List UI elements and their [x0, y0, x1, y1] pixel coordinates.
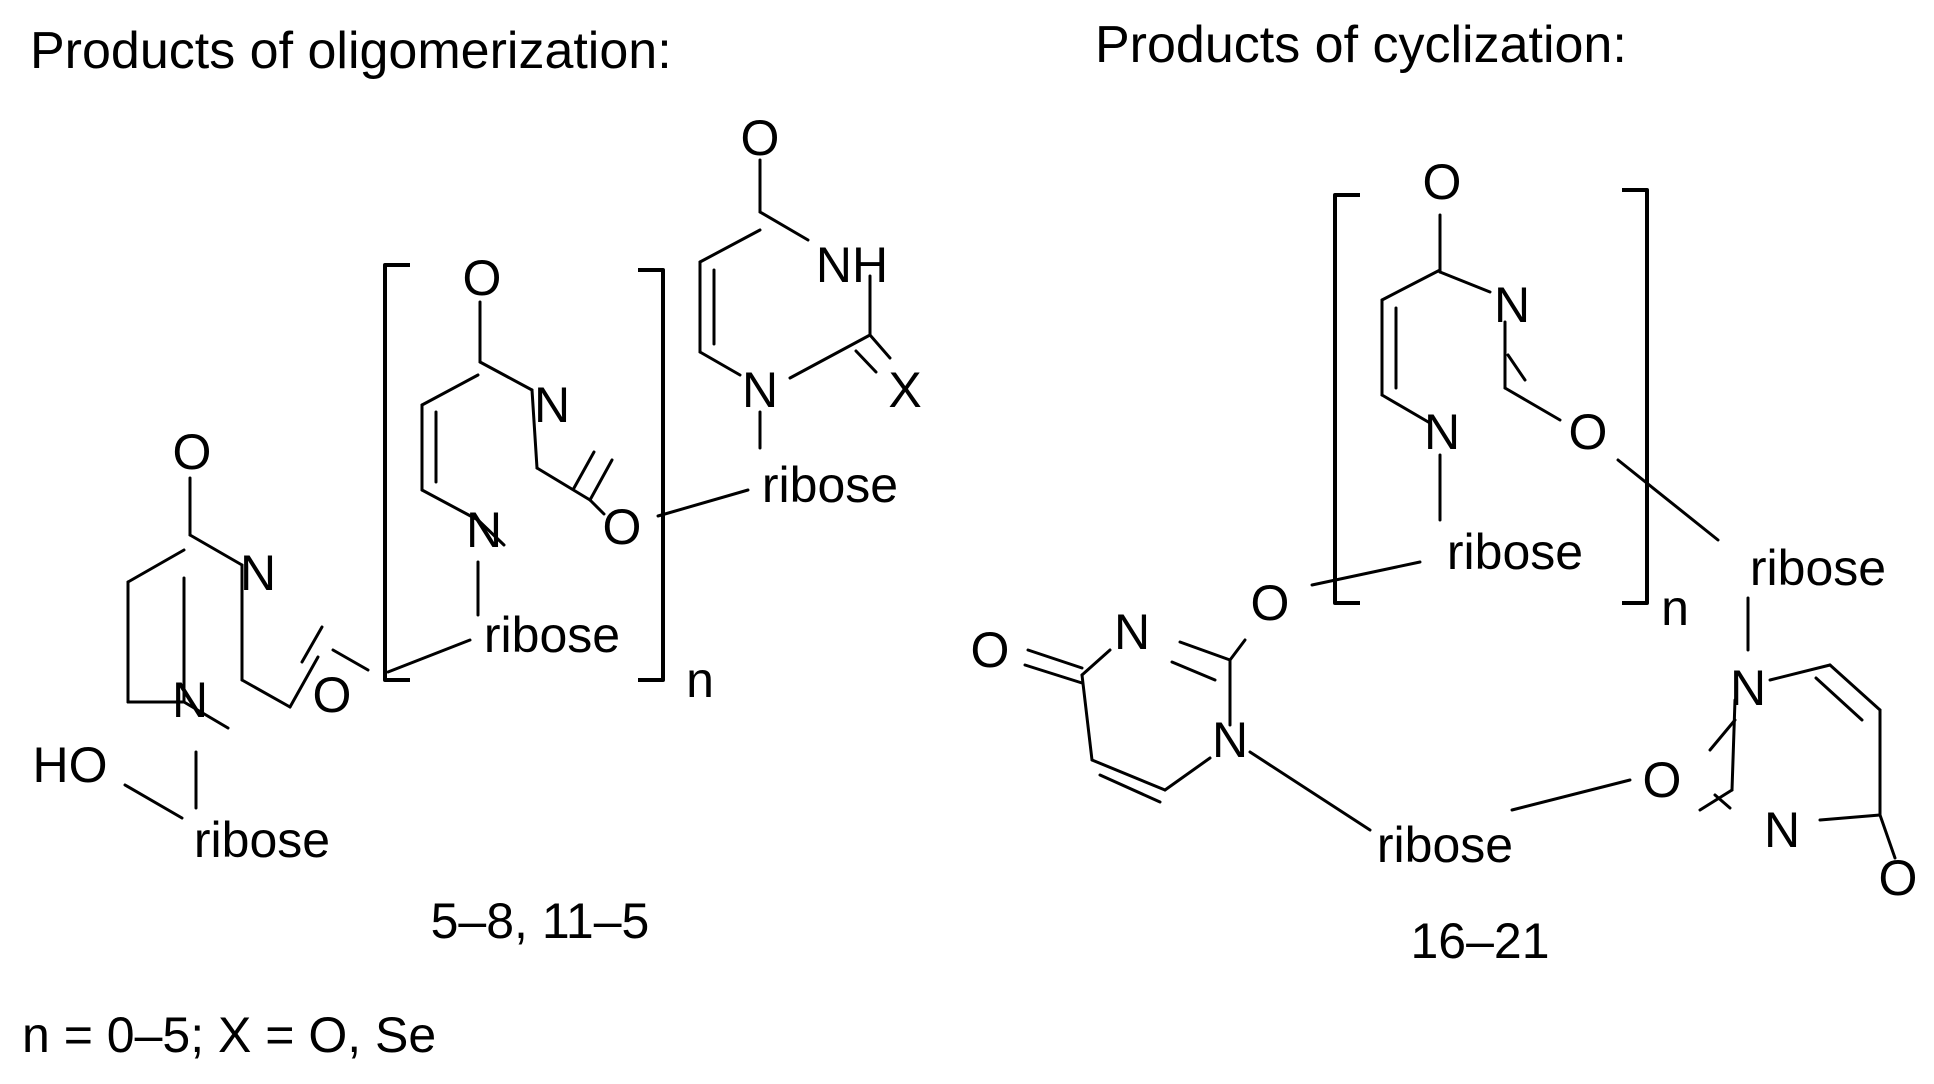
- unit-b-carbonyl-o: O: [463, 250, 502, 306]
- unit-f-ring: [1510, 596, 1897, 860]
- unit-d-carbonyl-o: O: [1423, 154, 1462, 210]
- unit-e-carbonyl-o: O: [971, 622, 1010, 678]
- oligomer-repeat-n: n: [686, 652, 714, 708]
- unit-b-ring: [386, 300, 750, 674]
- unit-b-n3: N: [534, 377, 570, 433]
- cyclic-bracket-left: [1333, 193, 1360, 605]
- oligomer-bracket-left: [383, 263, 410, 682]
- unit-c-x: X: [888, 362, 921, 418]
- unit-f-n1: N: [1730, 660, 1766, 716]
- unit-f-ether-o: O: [1643, 752, 1682, 808]
- unit-e-ribose: ribose: [1377, 817, 1513, 873]
- unit-d-ether-o: O: [1569, 404, 1608, 460]
- unit-b-n1: N: [466, 502, 502, 558]
- unit-e-n1: N: [1212, 712, 1248, 768]
- oligomer-compound-numbers: 5–8, 11–5: [431, 893, 650, 949]
- unit-a-ring: [123, 476, 370, 820]
- unit-e-ether-o: O: [1251, 575, 1290, 631]
- unit-a-n1: N: [172, 672, 208, 728]
- cyclic-compound-numbers: 16–21: [1410, 913, 1549, 969]
- oligomer-structure: O N N O HO ribose n O N N: [33, 110, 922, 868]
- unit-d-ribose: ribose: [1447, 524, 1583, 580]
- unit-a-carbonyl-o: O: [173, 424, 212, 480]
- unit-c-ring: [698, 158, 892, 450]
- unit-c-n3h: NH: [816, 237, 888, 293]
- unit-d-n3: N: [1494, 277, 1530, 333]
- unit-d-n1: N: [1424, 404, 1460, 460]
- unit-e-ring: [1023, 638, 1372, 832]
- variables-legend: n = 0–5; X = O, Se: [22, 1007, 436, 1063]
- cyclic-bracket-right: [1622, 188, 1649, 605]
- unit-a-ribose: ribose: [194, 812, 330, 868]
- oligomerization-title: Products of oligomerization:: [30, 22, 672, 80]
- unit-a-n3: N: [240, 545, 276, 601]
- unit-c-n1: N: [742, 362, 778, 418]
- cyclic-structure: n O N N O ribose ribose: [971, 154, 1918, 906]
- unit-a-hydroxyl: HO: [33, 737, 108, 793]
- unit-e-n3: N: [1114, 604, 1150, 660]
- unit-c-carbonyl-o: O: [741, 110, 780, 166]
- unit-f-carbonyl-o: O: [1879, 850, 1918, 906]
- unit-a-ether-o: O: [313, 667, 352, 723]
- cyclic-repeat-n: n: [1661, 580, 1689, 636]
- unit-d-ring: [1310, 213, 1720, 587]
- unit-b-ribose: ribose: [484, 607, 620, 663]
- unit-f-ribose: ribose: [1750, 540, 1886, 596]
- unit-c-ribose: ribose: [762, 457, 898, 513]
- cyclization-title: Products of cyclization:: [1095, 16, 1627, 74]
- oligomer-bracket-right: [638, 268, 665, 682]
- unit-b-ether-o: O: [603, 499, 642, 555]
- unit-f-n3: N: [1764, 802, 1800, 858]
